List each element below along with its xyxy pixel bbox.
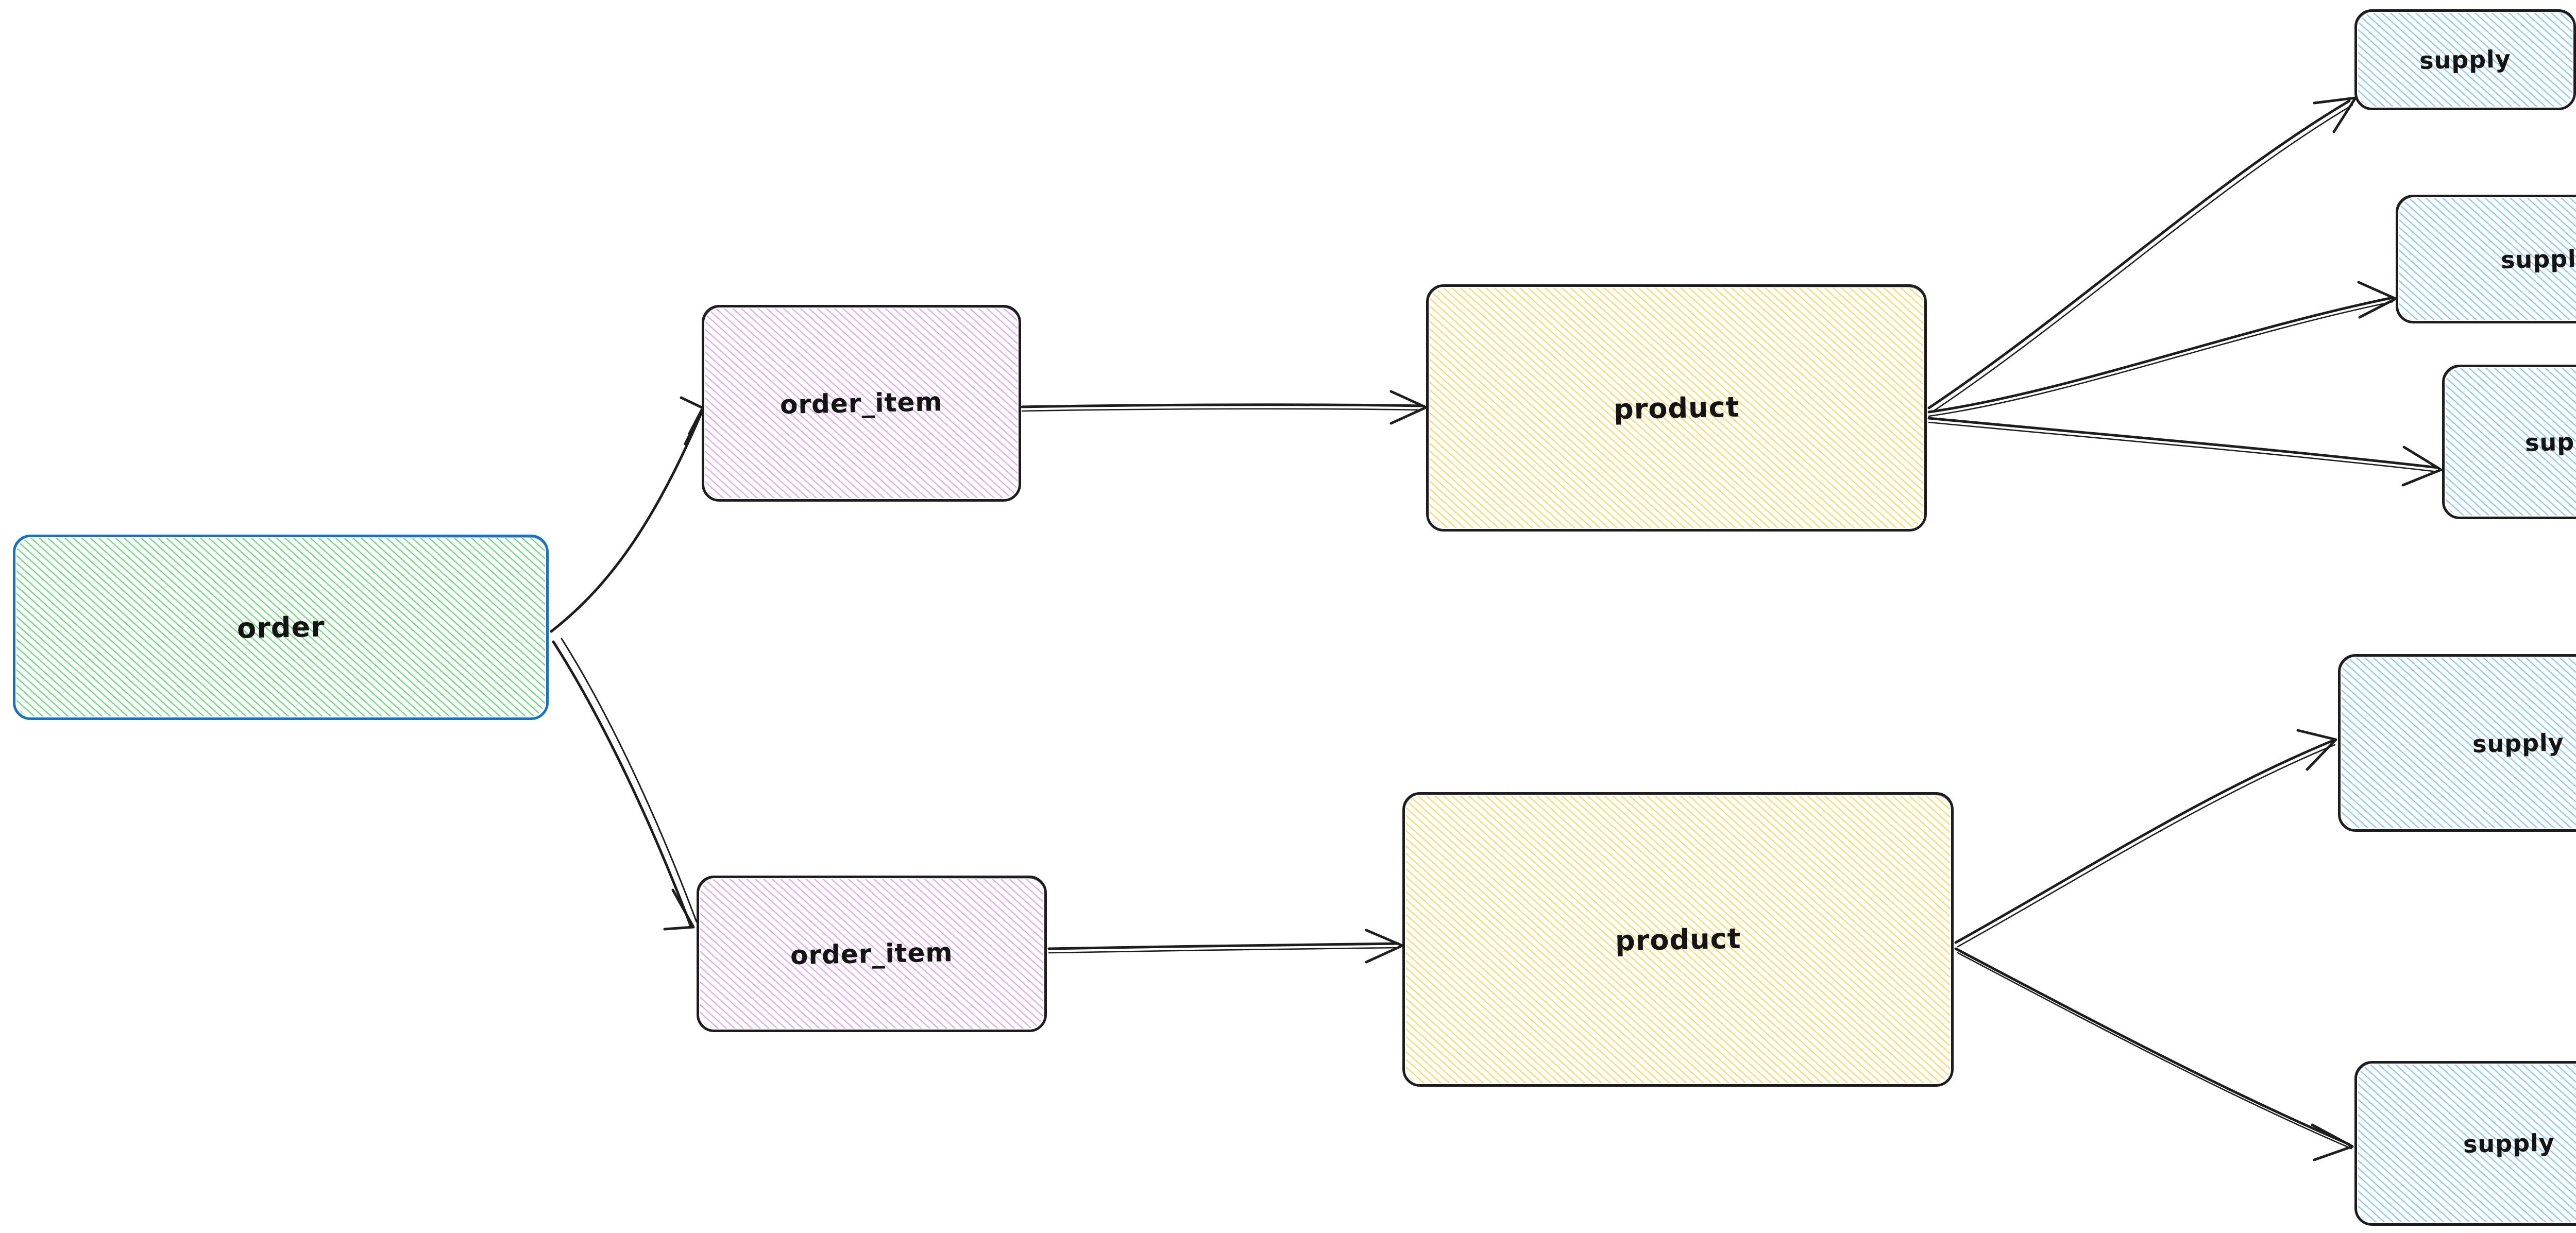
- edge-product-to-supply-3: [1927, 417, 2443, 487]
- node-product-bottom[interactable]: product: [1402, 792, 1954, 1087]
- node-order-item-top[interactable]: order_item: [702, 305, 1021, 502]
- node-label: product: [1613, 390, 1740, 425]
- node-supply-1[interactable]: supply: [2354, 9, 2576, 110]
- edge-product-to-supply-4: [1954, 729, 2337, 948]
- node-label: order: [236, 610, 325, 645]
- node-label: supply: [2500, 244, 2576, 274]
- edge-order-item-to-product-bottom: [1047, 929, 1404, 964]
- node-label: order_item: [779, 386, 943, 420]
- node-supply-4[interactable]: supply: [2338, 654, 2576, 832]
- node-label: supply: [2472, 728, 2565, 758]
- edge-order-to-order-item-bottom: [552, 638, 698, 931]
- node-supply-3[interactable]: supply: [2442, 365, 2576, 519]
- edge-product-to-supply-1: [1927, 96, 2357, 413]
- edge-product-to-supply-2: [1927, 281, 2397, 417]
- edge-order-item-to-product-top: [1021, 390, 1428, 425]
- node-order[interactable]: order: [13, 535, 549, 720]
- edge-product-to-supply-5: [1954, 947, 2354, 1161]
- node-product-top[interactable]: product: [1426, 284, 1927, 532]
- node-label: supply: [2524, 427, 2576, 457]
- node-supply-2[interactable]: supply: [2396, 195, 2576, 323]
- node-label: supply: [2463, 1128, 2555, 1158]
- node-label: product: [1615, 922, 1741, 957]
- node-label: order_item: [790, 937, 954, 971]
- node-order-item-bottom[interactable]: order_item: [697, 876, 1047, 1032]
- node-label: supply: [2419, 45, 2512, 75]
- node-supply-5[interactable]: supply: [2354, 1061, 2576, 1226]
- edge-order-to-order-item-top: [550, 396, 704, 633]
